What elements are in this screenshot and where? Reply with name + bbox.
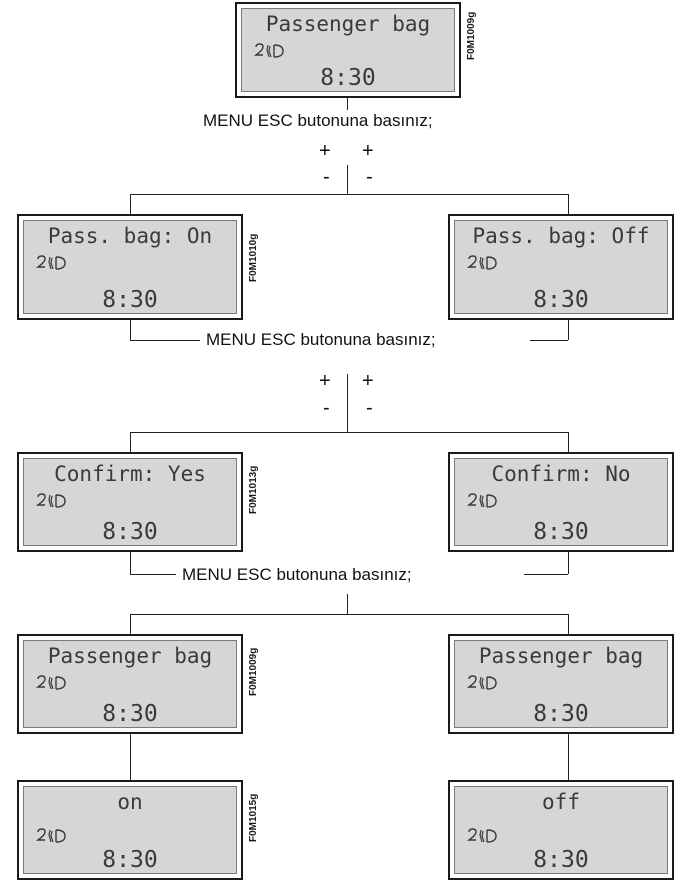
connector xyxy=(568,614,569,634)
connector xyxy=(568,194,569,214)
lcd-display: Pass. bag: On 8:30 xyxy=(23,220,237,314)
lcd-display: off 8:30 xyxy=(454,786,668,874)
lcd-line-1: Pass. bag: Off xyxy=(472,224,650,248)
connector xyxy=(130,432,131,452)
connector xyxy=(130,194,568,195)
connector xyxy=(130,574,176,575)
seat-airbag-icon xyxy=(253,42,290,60)
lcd-line-1: Passenger bag xyxy=(47,644,213,668)
connector xyxy=(568,734,569,780)
seat-airbag-icon xyxy=(35,254,72,272)
lcd-time: 8:30 xyxy=(533,847,589,873)
lcd-screen: Passenger bag 8:30 xyxy=(17,634,243,734)
caption-menu-esc: MENU ESC butonuna basınız; xyxy=(206,330,436,349)
figure-code: F0M1009g xyxy=(248,647,259,696)
lcd-time: 8:30 xyxy=(102,701,158,727)
lcd-display: Passenger bag 8:30 xyxy=(454,640,668,728)
connector xyxy=(524,574,568,575)
seat-airbag-icon xyxy=(35,492,72,510)
lcd-screen: Confirm: Yes 8:30 xyxy=(17,452,243,552)
seat-airbag-icon xyxy=(35,827,72,845)
lcd-time: 8:30 xyxy=(533,287,589,313)
figure-code: F0M1013g xyxy=(248,465,259,514)
connector xyxy=(130,432,568,433)
lcd-line-1: Passenger bag xyxy=(478,644,644,668)
plus-symbol: + xyxy=(319,140,331,162)
lcd-time: 8:30 xyxy=(102,287,158,313)
connector xyxy=(130,340,200,341)
connector xyxy=(347,98,348,110)
minus-symbol: - xyxy=(323,166,330,188)
lcd-time: 8:30 xyxy=(533,701,589,727)
connector xyxy=(568,320,569,340)
connector xyxy=(130,614,568,615)
lcd-display: Confirm: No 8:30 xyxy=(454,458,668,546)
connector xyxy=(347,165,348,189)
lcd-screen: off 8:30 xyxy=(448,780,674,880)
connector xyxy=(568,552,569,574)
lcd-screen: Confirm: No 8:30 xyxy=(448,452,674,552)
connector xyxy=(568,432,569,452)
plus-symbol: + xyxy=(319,370,331,392)
lcd-screen: on 8:30 xyxy=(17,780,243,880)
connector xyxy=(530,340,568,341)
lcd-screen: Passenger bag 8:30 xyxy=(448,634,674,734)
caption-menu-esc: MENU ESC butonuna basınız; xyxy=(182,565,412,584)
connector xyxy=(347,374,348,432)
seat-airbag-icon xyxy=(466,674,503,692)
lcd-display: Confirm: Yes 8:30 xyxy=(23,458,237,546)
lcd-line-1: Pass. bag: On xyxy=(47,224,213,248)
seat-airbag-icon xyxy=(466,492,503,510)
lcd-line-1: on xyxy=(117,790,143,814)
connector xyxy=(130,734,131,780)
connector xyxy=(130,320,131,340)
lcd-line-1: off xyxy=(542,790,580,814)
figure-code: F0M1009g xyxy=(466,11,477,60)
minus-symbol: - xyxy=(366,397,373,419)
connector xyxy=(130,552,131,574)
connector xyxy=(347,594,348,614)
lcd-display: Passenger bag 8:30 xyxy=(241,8,455,92)
lcd-screen: Passenger bag 8:30 xyxy=(235,2,461,98)
seat-airbag-icon xyxy=(466,254,503,272)
lcd-time: 8:30 xyxy=(320,65,376,91)
lcd-time: 8:30 xyxy=(102,847,158,873)
lcd-display: on 8:30 xyxy=(23,786,237,874)
connector xyxy=(130,194,131,214)
lcd-line-1: Passenger bag xyxy=(265,12,431,36)
lcd-line-1: Confirm: No xyxy=(491,462,631,486)
lcd-display: Passenger bag 8:30 xyxy=(23,640,237,728)
seat-airbag-icon xyxy=(35,674,72,692)
minus-symbol: - xyxy=(323,397,330,419)
plus-symbol: + xyxy=(362,140,374,162)
lcd-time: 8:30 xyxy=(533,519,589,545)
lcd-screen: Pass. bag: Off 8:30 xyxy=(448,214,674,320)
lcd-line-1: Confirm: Yes xyxy=(54,462,206,486)
lcd-time: 8:30 xyxy=(102,519,158,545)
figure-code: F0M1015g xyxy=(248,793,259,842)
lcd-screen: Pass. bag: On 8:30 xyxy=(17,214,243,320)
figure-code: F0M1010g xyxy=(248,233,259,282)
lcd-display: Pass. bag: Off 8:30 xyxy=(454,220,668,314)
seat-airbag-icon xyxy=(466,827,503,845)
plus-symbol: + xyxy=(362,370,374,392)
connector xyxy=(130,614,131,634)
minus-symbol: - xyxy=(366,166,373,188)
caption-menu-esc: MENU ESC butonuna basınız; xyxy=(203,111,433,130)
